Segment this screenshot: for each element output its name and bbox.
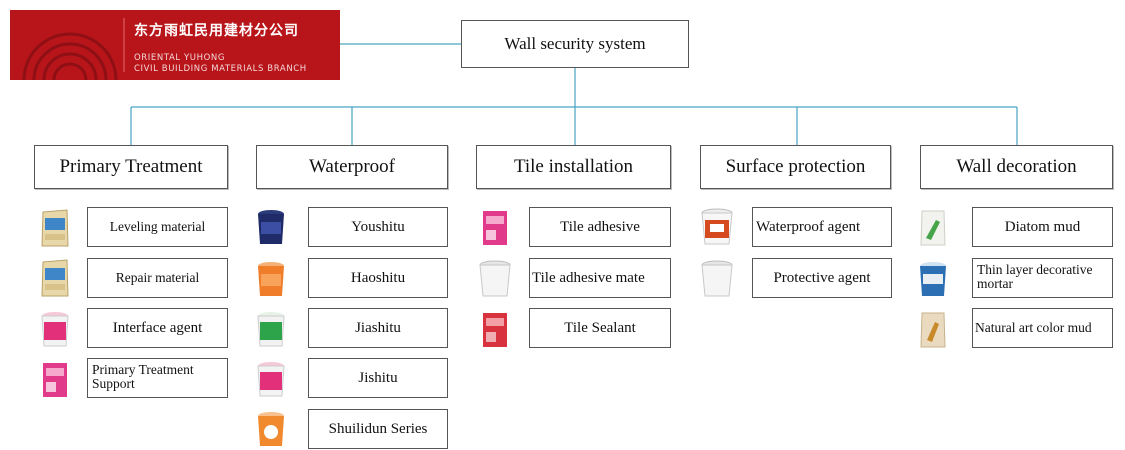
blue-bucket-icon	[920, 262, 946, 296]
item-primary-treatment-support: Primary Treatment Support	[87, 358, 228, 398]
rainbow-emblem-icon	[22, 18, 125, 80]
orange-white-bucket-icon	[258, 412, 284, 446]
red-box-icon	[483, 313, 507, 347]
cement-bag-icon	[41, 209, 69, 247]
category-wall-decoration: Wall decoration	[920, 145, 1113, 189]
item-tile-sealant: Tile Sealant	[529, 308, 671, 348]
red-white-bucket-icon	[701, 208, 733, 245]
pink-bucket-icon	[257, 362, 285, 397]
green-bag-icon	[920, 210, 946, 246]
pink-box-icon	[483, 211, 507, 245]
item-haoshitu: Haoshitu	[308, 258, 448, 298]
item-shuilidun-series: Shuilidun Series	[308, 409, 448, 449]
item-interface-agent: Interface agent	[87, 308, 228, 348]
company-logo: 东方雨虹民用建材分公司 ORIENTAL YUHONG CIVIL BUILDI…	[10, 10, 340, 80]
root-node: Wall security system	[461, 20, 689, 68]
item-leveling-material: Leveling material	[87, 207, 228, 247]
item-jiashitu: Jiashitu	[308, 308, 448, 348]
cement-bag-icon	[41, 259, 69, 297]
orange-bucket-icon	[258, 262, 284, 296]
logo-chinese-name: 东方雨虹民用建材分公司	[134, 23, 299, 39]
category-primary-treatment: Primary Treatment	[34, 145, 228, 189]
category-waterproof: Waterproof	[256, 145, 448, 189]
item-youshitu: Youshitu	[308, 207, 448, 247]
white-bucket-icon	[701, 260, 733, 297]
item-thin-layer-decorative-mortar: Thin layer decorative mortar	[972, 258, 1113, 298]
green-bucket-icon	[257, 312, 285, 347]
logo-english-line2: CIVIL BUILDING MATERIALS BRANCH	[134, 64, 307, 74]
item-tile-adhesive-mate: Tile adhesive mate	[529, 258, 671, 298]
item-natural-art-color-mud: Natural art color mud	[972, 308, 1113, 348]
item-protective-agent: Protective agent	[752, 258, 892, 298]
white-bucket-icon	[479, 260, 511, 297]
item-waterproof-agent: Waterproof agent	[752, 207, 892, 247]
pink-box-icon	[43, 363, 67, 397]
category-tile-installation: Tile installation	[476, 145, 671, 189]
item-tile-adhesive: Tile adhesive	[529, 207, 671, 247]
item-repair-material: Repair material	[87, 258, 228, 298]
logo-english-line1: ORIENTAL YUHONG	[134, 53, 226, 63]
pink-bucket-icon	[41, 312, 69, 347]
navy-bucket-icon	[258, 210, 284, 244]
category-surface-protection: Surface protection	[700, 145, 891, 189]
item-jishitu: Jishitu	[308, 358, 448, 398]
beige-bag-icon	[920, 312, 946, 348]
item-diatom-mud: Diatom mud	[972, 207, 1113, 247]
